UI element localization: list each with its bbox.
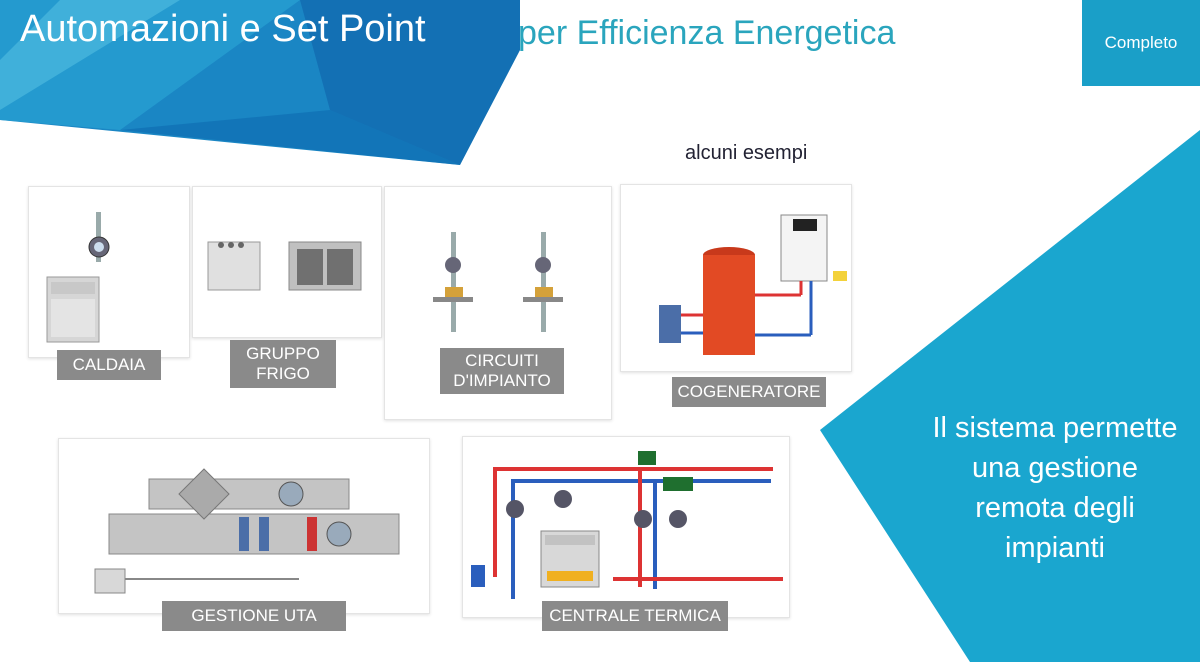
label-gruppo-frigo-line2: FRIGO	[256, 364, 310, 383]
side-line-2: una gestione	[971, 452, 1139, 484]
title-banner	[0, 0, 520, 165]
side-triangle	[820, 130, 1200, 662]
side-line-4: impianti	[1005, 532, 1105, 564]
page-title: Automazioni e Set Point	[20, 8, 426, 50]
side-message: Il sistema permette una gestione remota …	[905, 408, 1200, 568]
panel-gestione-uta	[58, 438, 430, 614]
label-cogeneratore: COGENERATORE	[672, 377, 826, 407]
side-line-3: remota degli	[975, 492, 1135, 524]
thermal-plant-diagram	[471, 451, 783, 599]
page-subtitle: per Efficienza Energetica	[518, 14, 896, 52]
side-line-1: Il sistema permette	[932, 412, 1178, 444]
label-caldaia: CALDAIA	[57, 350, 161, 380]
label-circuiti-line1: CIRCUITI	[465, 351, 539, 370]
cogenerator-diagram	[659, 214, 847, 355]
boiler-diagram	[46, 212, 110, 343]
label-gestione-uta: GESTIONE UTA	[162, 601, 346, 631]
label-circuiti-line2: D'IMPIANTO	[453, 371, 551, 390]
examples-label: alcuni esempi	[685, 142, 808, 164]
chiller-diagram	[207, 241, 362, 291]
circuits-diagram	[433, 232, 563, 332]
panel-caldaia	[28, 186, 190, 358]
uta-diagram	[94, 468, 400, 594]
label-centrale-termica: CENTRALE TERMICA	[542, 601, 728, 631]
label-gruppo-frigo-line1: GRUPPO	[246, 344, 320, 363]
status-badge: Completo	[1082, 0, 1200, 86]
panel-cogeneratore	[620, 184, 852, 372]
panel-centrale-termica	[462, 436, 790, 618]
label-circuiti: CIRCUITI D'IMPIANTO	[440, 348, 564, 394]
panel-gruppo-frigo	[192, 186, 382, 338]
label-gruppo-frigo: GRUPPO FRIGO	[230, 340, 336, 388]
